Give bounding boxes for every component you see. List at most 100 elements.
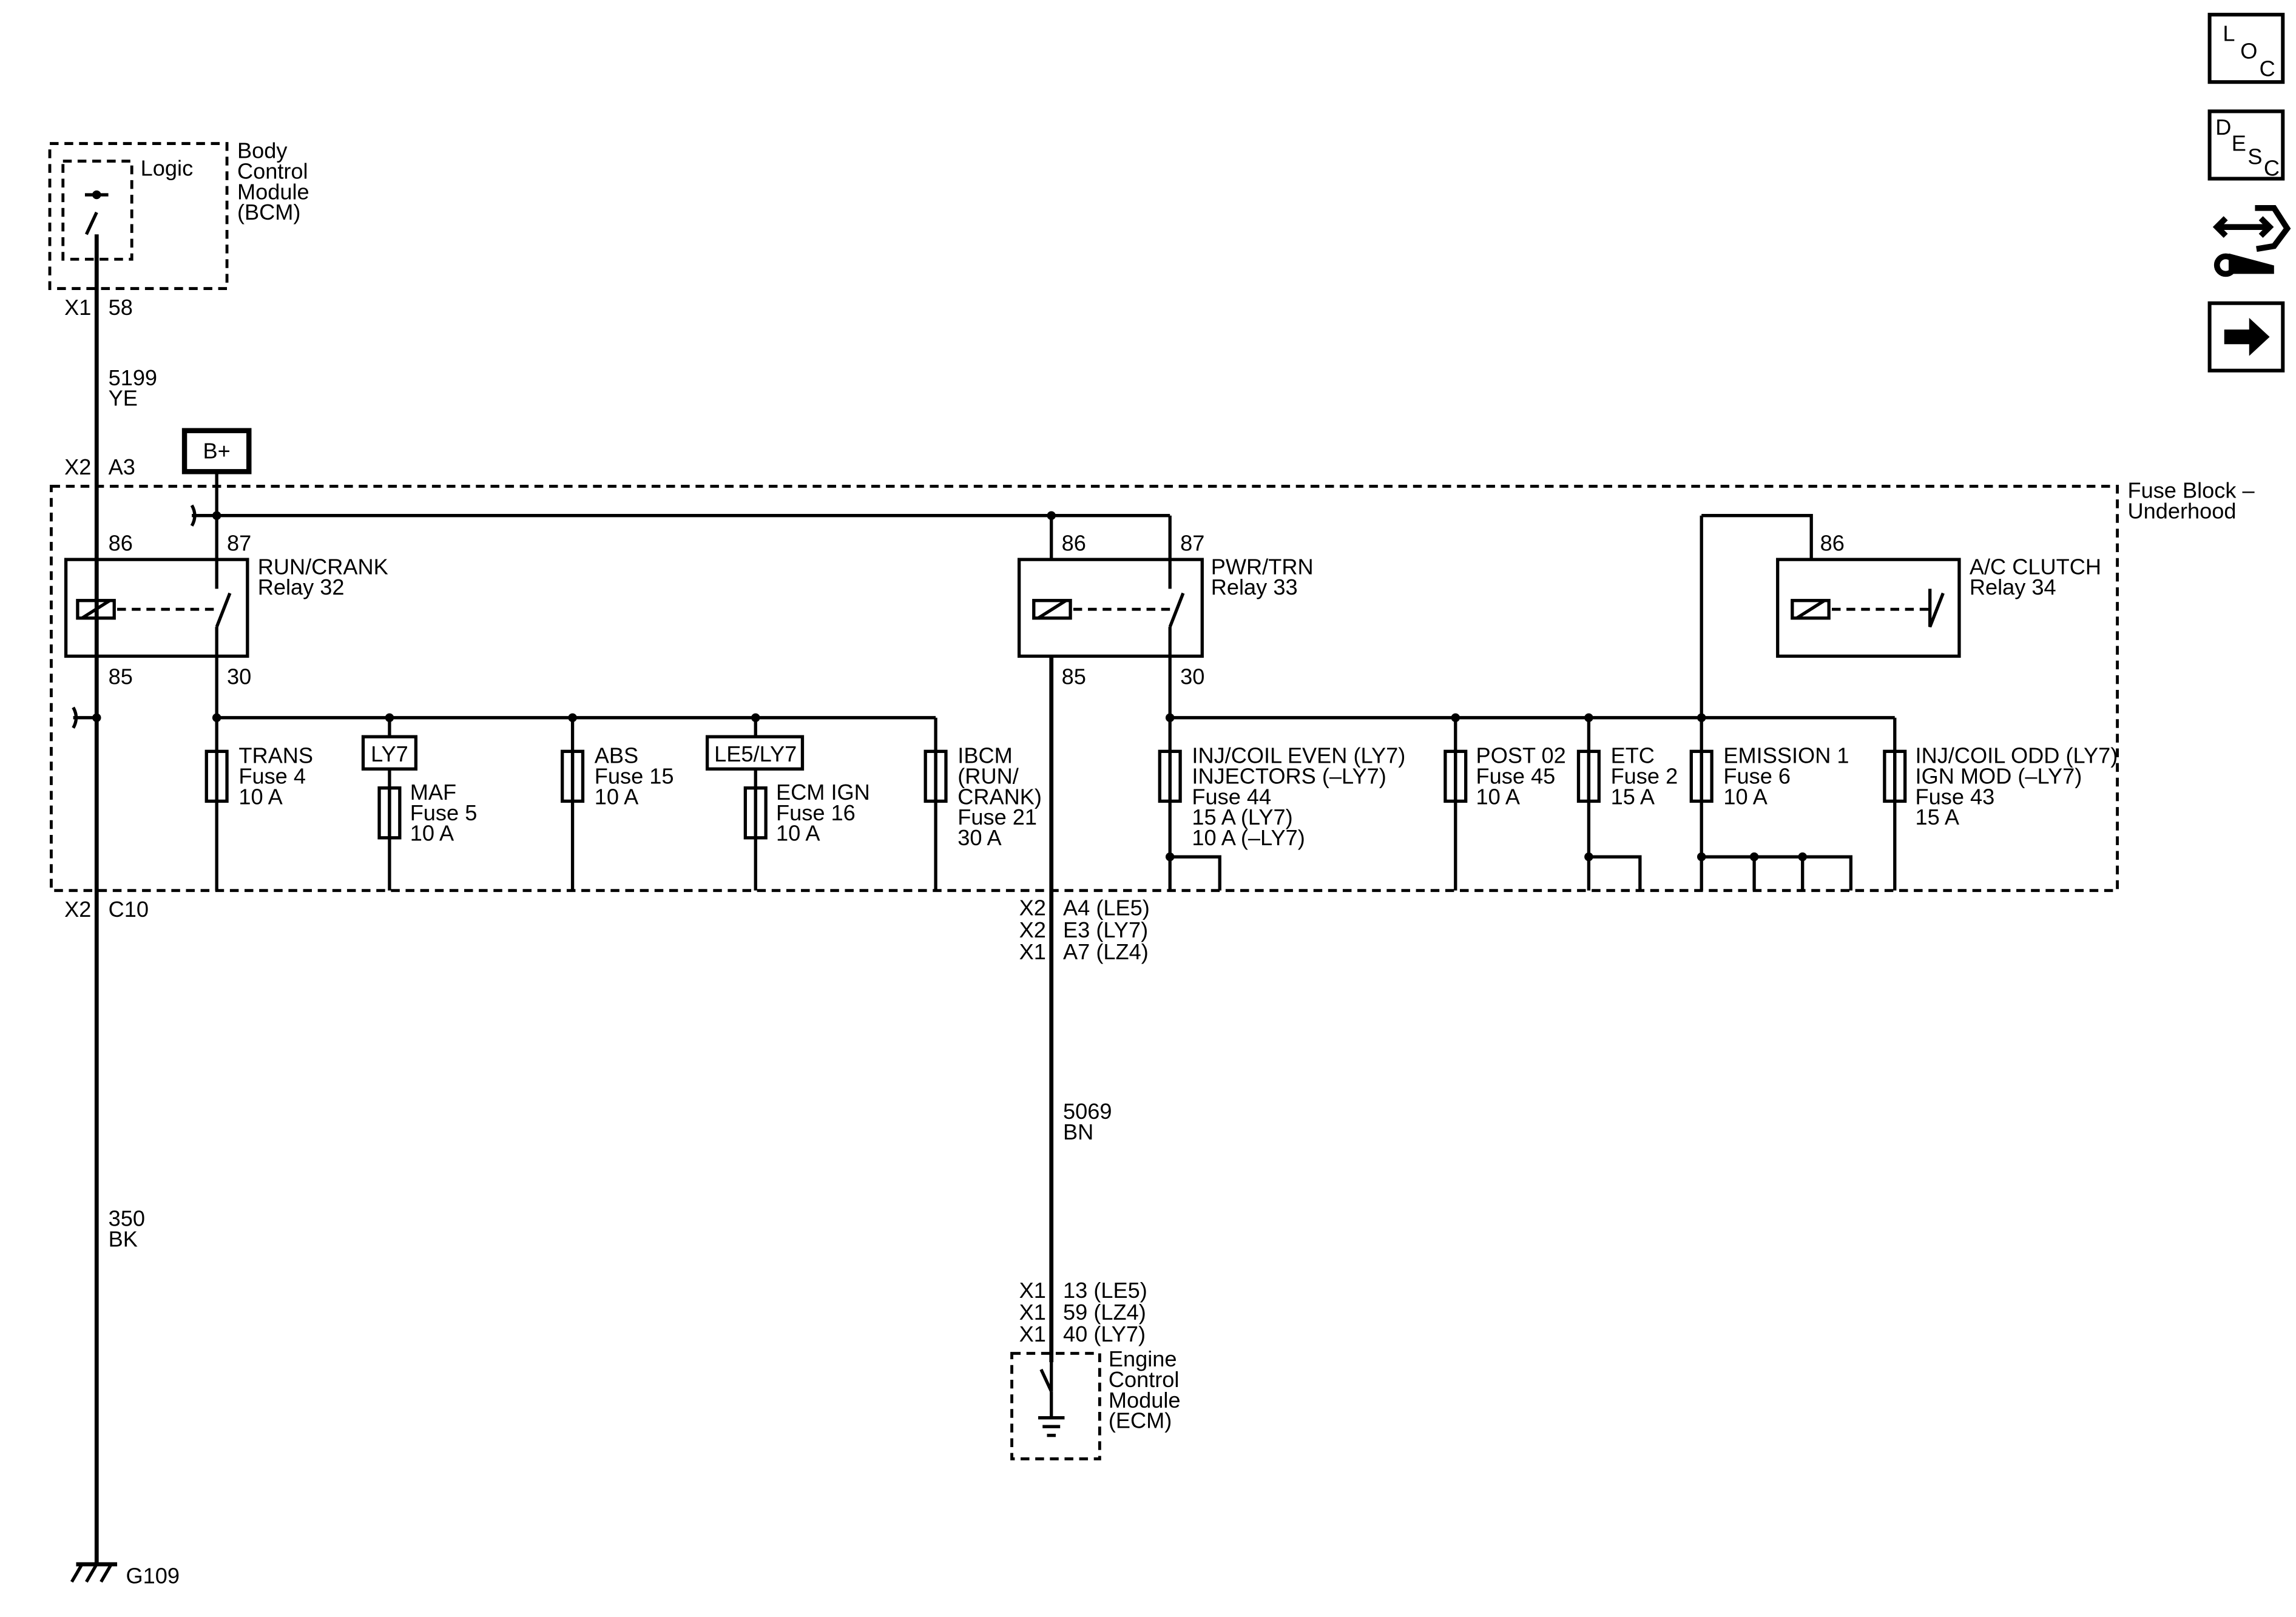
bcm-label-line-4: (BCM) — [237, 200, 301, 224]
wire-5069-color: BN — [1063, 1119, 1093, 1144]
body-control-module: Logic Body Control Module (BCM) — [48, 138, 309, 290]
relay-33-pin-86: 86 — [1062, 531, 1086, 556]
fuse-trans-line-1: TRANS — [238, 743, 313, 768]
x2-a3-pin: A3 — [109, 454, 135, 479]
fuse-trans: TRANS Fuse 4 10 A — [204, 717, 313, 891]
relay-33-pin-87: 87 — [1180, 531, 1204, 556]
desc-letter-e: E — [2232, 131, 2246, 156]
wiring-connector-tool-icon[interactable] — [2212, 204, 2291, 277]
fuse-44-line-3: Fuse 44 — [1192, 784, 1271, 809]
relay-run-crank: 86 87 85 30 RUN/CRANK Relay 32 — [64, 515, 388, 718]
x2-a3-connector: X2 — [64, 454, 91, 479]
fuse-trans-line-2: Fuse 4 — [238, 763, 306, 788]
fuse-43-line-1: INJ/COIL ODD (LY7) — [1916, 743, 2118, 768]
ecm-out-connector-2: X2 — [1019, 917, 1046, 942]
fuse-ecm-ign-line-3: 10 A — [776, 821, 820, 846]
relay-ac-clutch: 86 A/C CLUTCH Relay 34 — [1701, 514, 2101, 658]
fuse-43-line-4: 15 A — [1916, 805, 1960, 829]
relay-34-pin-86: 86 — [1820, 531, 1845, 556]
fuse-ecm-ign-line-2: Fuse 16 — [776, 800, 856, 825]
fuse-ibcm-line-1: IBCM — [957, 743, 1012, 768]
fuse-maf-line-1: MAF — [410, 780, 456, 805]
next-arrow-button[interactable] — [2207, 301, 2285, 373]
fuse-6-line-3: 10 A — [1723, 784, 1768, 809]
relay-32-pin-86: 86 — [109, 531, 133, 556]
loc-button[interactable]: L O C — [2207, 13, 2285, 84]
wire-5199-circuit: 5199 — [109, 365, 158, 390]
ecm-in-connector-1: X1 — [1019, 1278, 1046, 1303]
relay-33-pin-85: 85 — [1062, 664, 1086, 689]
ecm-in-pin-2: 59 (LZ4) — [1063, 1300, 1146, 1325]
fuse-45-line-1: POST 02 — [1476, 743, 1566, 768]
fuse-trans-line-3: 10 A — [238, 784, 283, 809]
option-tag-le5-ly7: LE5/LY7 — [714, 741, 797, 766]
engine-control-module: Engine Control Module (ECM) — [1010, 1346, 1181, 1460]
ecm-out-connector-3: X1 — [1019, 939, 1046, 964]
fuse-inj-coil-even: INJ/COIL EVEN (LY7) INJECTORS (–LY7) Fus… — [1158, 717, 1405, 891]
fuse-ibcm-line-4: Fuse 21 — [957, 805, 1037, 829]
fuse-45-line-3: 10 A — [1476, 784, 1521, 809]
fuse-block-underhood-border — [50, 485, 2119, 893]
battery-label: B+ — [203, 439, 231, 464]
ecm-label-line-4: (ECM) — [1109, 1408, 1172, 1433]
relay-32-pin-30: 30 — [227, 664, 251, 689]
x2-c10-pin: C10 — [109, 897, 149, 922]
fuse-post-02: POST 02 Fuse 45 10 A — [1443, 717, 1566, 891]
relay-32-pin-87: 87 — [227, 531, 251, 556]
bcm-label-line-3: Module — [237, 179, 309, 204]
fuse-ecm-ign: LE5/LY7 ECM IGN Fuse 16 10 A — [705, 717, 870, 891]
fuse-ibcm-line-3: CRANK) — [957, 784, 1042, 809]
relay-33-name: PWR/TRN — [1211, 554, 1314, 579]
relay-34-name: A/C CLUTCH — [1970, 554, 2101, 579]
ecm-in-connector-2: X1 — [1019, 1300, 1046, 1325]
desc-button[interactable]: D E S C — [2207, 109, 2285, 181]
fuse-43-line-2: IGN MOD (–LY7) — [1916, 763, 2082, 788]
fuse-6-line-1: EMISSION 1 — [1723, 743, 1849, 768]
wire-350-circuit: 350 — [109, 1206, 145, 1230]
fuse-abs-line-2: Fuse 15 — [595, 763, 674, 788]
fuse-44-line-2: INJECTORS (–LY7) — [1192, 763, 1386, 788]
fuse-ecm-ign-line-1: ECM IGN — [776, 780, 870, 805]
fuse-block-label-line-2: Underhood — [2127, 499, 2236, 524]
relay-32-name: RUN/CRANK — [258, 554, 388, 579]
fuse-block-label-line-1: Fuse Block – — [2127, 478, 2255, 503]
fuse-44-line-4: 15 A (LY7) — [1192, 805, 1292, 829]
fuse-45-line-2: Fuse 45 — [1476, 763, 1556, 788]
ecm-out-pin-3: A7 (LZ4) — [1063, 939, 1149, 964]
ground-g109: G109 — [70, 1562, 180, 1588]
desc-letter-c: C — [2264, 156, 2280, 181]
relay-34-number: Relay 34 — [1970, 575, 2056, 599]
loc-letter-l: L — [2223, 21, 2235, 46]
battery-positive-box: B+ — [181, 428, 252, 516]
option-tag-ly7: LY7 — [371, 741, 408, 766]
desc-letter-s: S — [2247, 144, 2262, 169]
desc-letter-d: D — [2215, 115, 2231, 140]
loc-letter-o: O — [2240, 39, 2257, 64]
wire-350-color: BK — [109, 1226, 138, 1251]
ground-label: G109 — [126, 1563, 180, 1588]
fuse-44-line-1: INJ/COIL EVEN (LY7) — [1192, 743, 1405, 768]
fuse-44-line-5: 10 A (–LY7) — [1192, 825, 1305, 850]
wire-5069-circuit: 5069 — [1063, 1099, 1112, 1124]
x2-c10-connector: X2 — [64, 897, 91, 922]
fuse-emission-1: EMISSION 1 Fuse 6 10 A — [1689, 515, 1853, 891]
fuse-2-line-2: Fuse 2 — [1611, 763, 1678, 788]
loc-letter-c: C — [2260, 56, 2275, 81]
ecm-in-connector-3: X1 — [1019, 1322, 1046, 1346]
relay-32-number: Relay 32 — [258, 575, 345, 599]
fuse-43-line-3: Fuse 43 — [1916, 784, 1995, 809]
fuse-2-line-1: ETC — [1611, 743, 1655, 768]
bcm-logic-label: Logic — [141, 156, 194, 181]
fuse-abs-line-3: 10 A — [595, 784, 639, 809]
ecm-out-pin-1: A4 (LE5) — [1063, 896, 1150, 920]
ecm-in-pin-3: 40 (LY7) — [1063, 1322, 1146, 1346]
bcm-connector-label: X1 — [64, 295, 91, 320]
fuse-maf-line-2: Fuse 5 — [410, 800, 478, 825]
relay-33-number: Relay 33 — [1211, 575, 1298, 599]
relay-pwr-trn: 86 87 85 30 PWR/TRN Relay 33 — [1017, 515, 1314, 718]
fuse-maf-line-3: 10 A — [410, 821, 454, 846]
fuse-abs-line-1: ABS — [595, 743, 638, 768]
ecm-label-line-1: Engine — [1109, 1346, 1177, 1371]
fuse-6-line-2: Fuse 6 — [1723, 763, 1791, 788]
